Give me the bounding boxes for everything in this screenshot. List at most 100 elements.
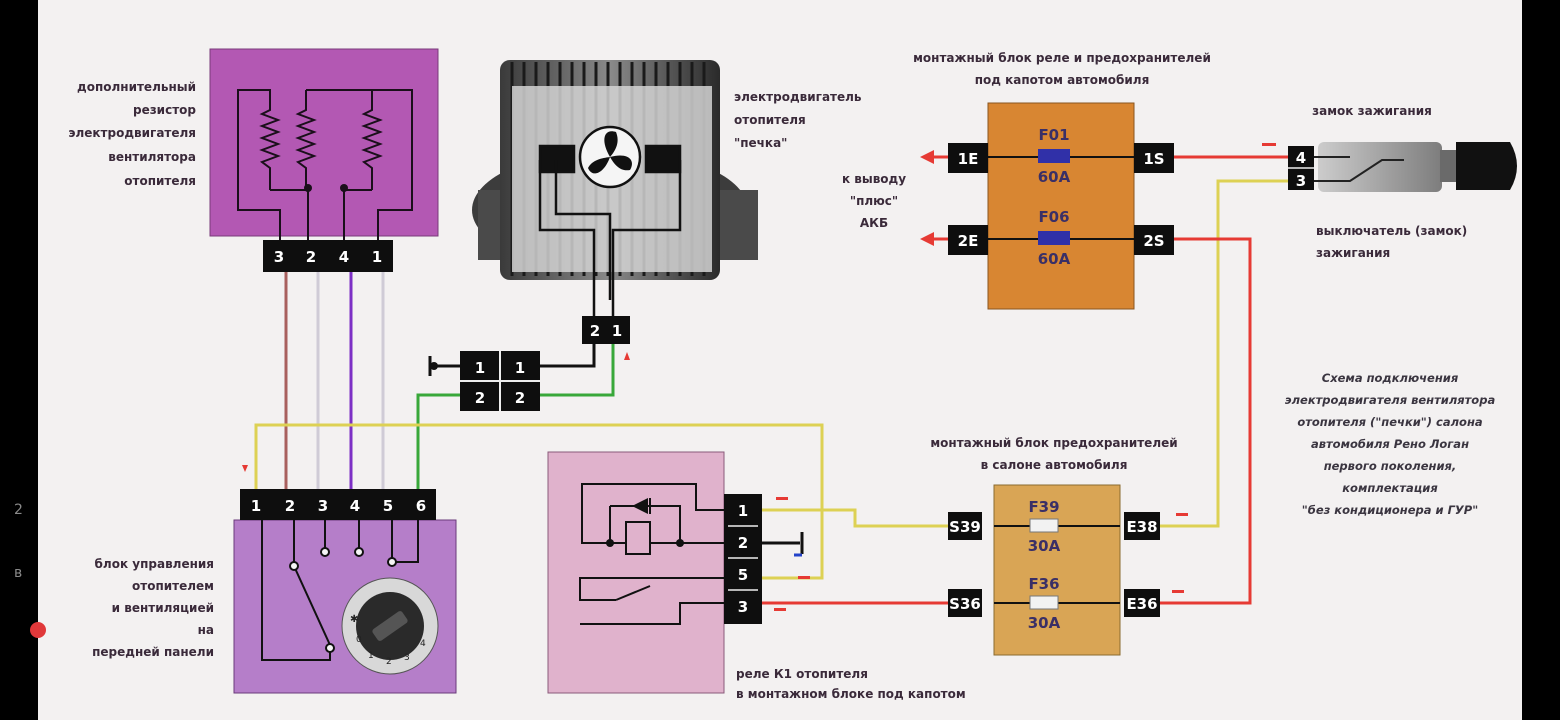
svg-text:2: 2 (386, 657, 392, 667)
svg-text:"плюс": "плюс" (850, 194, 898, 208)
svg-text:30A: 30A (1028, 537, 1061, 555)
resistor-pin-2: 2 (306, 248, 316, 266)
svg-text:2: 2 (285, 497, 295, 515)
fuse-f01-icon (1038, 149, 1070, 163)
underhood-pins: 1E 2E 1S 2S (948, 143, 1174, 255)
svg-text:в салоне автомобиля: в салоне автомобиля (981, 458, 1128, 472)
svg-text:3: 3 (738, 598, 748, 616)
jumper-connector: 1 1 2 2 (460, 351, 540, 411)
fan-symbol-icon (538, 125, 682, 320)
ignition-switch-label: выключатель (замок) зажигания (1316, 224, 1467, 260)
svg-text:E36: E36 (1126, 595, 1157, 613)
svg-text:2: 2 (475, 389, 485, 407)
svg-text:60A: 60A (1038, 250, 1071, 268)
svg-text:6: 6 (416, 497, 426, 515)
underhood-label: монтажный блок реле и предохранителей по… (913, 51, 1211, 87)
resistor-connector: 3 2 4 1 (263, 240, 393, 272)
svg-text:F01: F01 (1038, 126, 1069, 144)
svg-text:2: 2 (515, 389, 525, 407)
svg-text:S39: S39 (949, 518, 981, 536)
svg-text:передней панели: передней панели (92, 645, 214, 659)
svg-text:зажигания: зажигания (1316, 246, 1390, 260)
diagram-caption: Схема подключения электродвигателя венти… (1285, 371, 1496, 517)
svg-text:на: на (198, 623, 214, 637)
svg-text:вентилятора: вентилятора (108, 150, 196, 164)
side-edge-icon (30, 622, 46, 638)
svg-text:и вентиляцией: и вентиляцией (112, 601, 214, 615)
svg-text:3: 3 (318, 497, 328, 515)
fuse-f06-icon (1038, 231, 1070, 245)
ground-symbol (428, 356, 804, 557)
ignition-lock-label: замок зажигания (1312, 104, 1432, 118)
motor-connector: 2 1 (582, 316, 630, 344)
svg-text:1: 1 (738, 502, 748, 520)
svg-text:S36: S36 (949, 595, 981, 613)
cabin-fuse-block: F39 30A F36 30A (993, 484, 1121, 656)
fuse-f36-icon (1029, 595, 1059, 610)
heater-motor (472, 60, 758, 320)
svg-text:Схема подключения: Схема подключения (1322, 371, 1459, 385)
svg-text:4: 4 (420, 639, 426, 649)
svg-text:монтажный блок реле и предохра: монтажный блок реле и предохранителей (913, 51, 1211, 65)
relay-k1 (547, 451, 725, 694)
resistor-pin-3: 3 (274, 248, 284, 266)
svg-text:отопителя: отопителя (734, 113, 806, 127)
cabin-pins: S39 S36 E38 E36 (948, 512, 1160, 617)
cabin-label: монтажный блок предохранителей в салоне … (930, 436, 1177, 472)
fan-icon: ✱ (350, 614, 358, 625)
fuse-f39-icon (1029, 518, 1059, 533)
svg-text:"печка": "печка" (734, 136, 787, 150)
svg-text:E38: E38 (1126, 518, 1157, 536)
svg-text:к выводу: к выводу (842, 172, 906, 186)
ignition-switch: 4 3 (1288, 142, 1517, 192)
svg-text:3: 3 (404, 653, 410, 663)
svg-text:монтажный блок предохранителей: монтажный блок предохранителей (930, 436, 1177, 450)
svg-text:дополнительный: дополнительный (77, 80, 196, 94)
svg-text:комплектация: комплектация (1342, 481, 1438, 495)
resistor-pin-1: 1 (372, 248, 382, 266)
svg-text:резистор: резистор (133, 103, 196, 117)
diode-icon (632, 498, 648, 514)
relay-label: реле К1 отопителя в монтажном блоке под … (736, 667, 966, 701)
motor-pin-2: 2 (590, 322, 600, 340)
side-edge-text: в (14, 565, 22, 581)
svg-text:АКБ: АКБ (860, 216, 888, 230)
svg-text:3: 3 (1296, 172, 1306, 190)
svg-text:1: 1 (368, 651, 374, 661)
svg-text:5: 5 (738, 566, 748, 584)
relay-connector: 1 2 5 3 (724, 494, 762, 624)
battery-label: к выводу "плюс" АКБ (842, 172, 906, 230)
svg-text:под капотом автомобиля: под капотом автомобиля (975, 73, 1150, 87)
wire-arrows (242, 143, 1276, 611)
svg-text:1: 1 (515, 359, 525, 377)
svg-text:реле К1 отопителя: реле К1 отопителя (736, 667, 868, 681)
svg-text:в монтажном блоке под капотом: в монтажном блоке под капотом (736, 687, 966, 701)
svg-text:F36: F36 (1028, 575, 1059, 593)
motor-pin-1: 1 (612, 322, 622, 340)
svg-text:отопителем: отопителем (132, 579, 214, 593)
underhood-fuse-block: F01 60A F06 60A (987, 102, 1135, 310)
svg-text:1S: 1S (1143, 150, 1164, 168)
svg-text:отопителя ("печки") салона: отопителя ("печки") салона (1297, 415, 1483, 429)
svg-text:F06: F06 (1038, 208, 1069, 226)
svg-text:2: 2 (738, 534, 748, 552)
control-unit: ✱ 0 1 2 3 4 (233, 519, 457, 694)
svg-text:1: 1 (475, 359, 485, 377)
svg-text:электродвигателя: электродвигателя (68, 126, 196, 140)
svg-text:1E: 1E (958, 150, 979, 168)
side-edge-text: 2 (14, 502, 23, 518)
svg-text:1: 1 (251, 497, 261, 515)
control-connector: 1 2 3 4 5 6 (240, 489, 436, 520)
svg-text:блок управления: блок управления (95, 557, 214, 571)
svg-text:60A: 60A (1038, 168, 1071, 186)
control-unit-label: блок управления отопителем и вентиляцией… (92, 557, 214, 659)
resistor-label: дополнительный резистор электродвигателя… (68, 80, 196, 188)
svg-text:отопителя: отопителя (124, 174, 196, 188)
svg-text:выключатель (замок): выключатель (замок) (1316, 224, 1467, 238)
svg-text:первого поколения,: первого поколения, (1324, 459, 1457, 473)
fan-speed-knob: ✱ 0 1 2 3 4 (341, 577, 439, 675)
svg-text:4: 4 (1296, 149, 1306, 167)
motor-label: электродвигатель отопителя "печка" (734, 90, 862, 150)
svg-text:2E: 2E (958, 232, 979, 250)
